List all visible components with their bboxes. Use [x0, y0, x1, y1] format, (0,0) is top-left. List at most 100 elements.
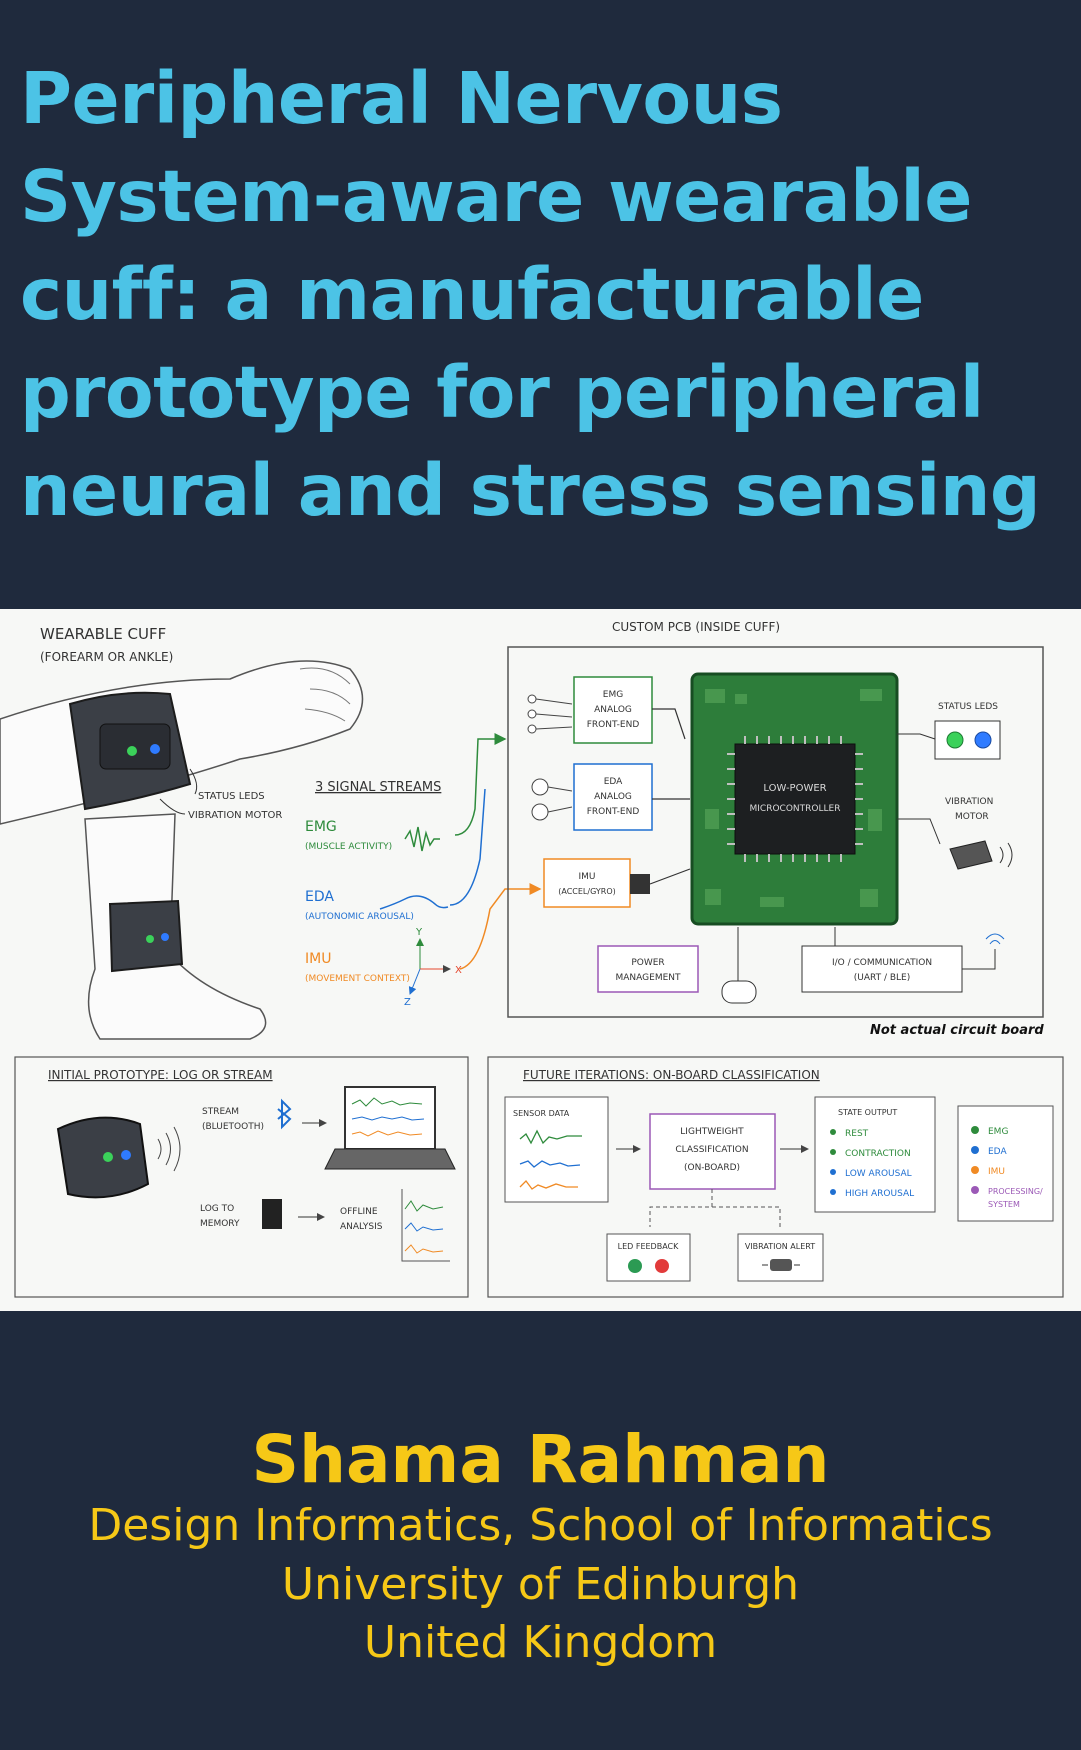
imu-block-line2: (ACCEL/GYRO) — [558, 887, 616, 896]
mcu-line2: MICROCONTROLLER — [750, 804, 841, 814]
stream-eda-desc: (AUTONOMIC AROUSAL) — [305, 912, 414, 922]
legend-imu: IMU — [988, 1167, 1005, 1177]
custom-pcb-panel: CUSTOM PCB (INSIDE CUFF) EMG ANALOG FRON… — [507, 620, 1044, 1038]
pcb-green-led-icon — [946, 731, 964, 749]
power-line2: MANAGEMENT — [616, 973, 681, 983]
future-iterations-panel: FUTURE ITERATIONS: ON-BOARD CLASSIFICATI… — [487, 1056, 1064, 1298]
cuff-status-leds-label: STATUS LEDS — [198, 791, 265, 802]
prototype-title: INITIAL PROTOTYPE: LOG OR STREAM — [48, 1068, 273, 1082]
eda-frontend-block — [573, 763, 653, 831]
laptop-icon — [344, 1086, 436, 1150]
eda-frontend-line3: FRONT-END — [587, 807, 640, 817]
stream-label-line2: (BLUETOOTH) — [202, 1122, 264, 1132]
axis-z-label: Z — [404, 997, 411, 1008]
stream-emg-desc: (MUSCLE ACTIVITY) — [305, 842, 392, 852]
future-title: FUTURE ITERATIONS: ON-BOARD CLASSIFICATI… — [523, 1068, 820, 1082]
green-led-icon — [127, 746, 137, 756]
cuff-vibration-motor-label: VIBRATION MOTOR — [188, 810, 282, 821]
signal-legend — [957, 1105, 1054, 1222]
initial-prototype-panel: INITIAL PROTOTYPE: LOG OR STREAM STREAM … — [14, 1056, 469, 1298]
io-communication-block — [801, 945, 963, 993]
pcb-vibration-line1: VIBRATION — [945, 797, 993, 807]
classifier-line2: CLASSIFICATION — [675, 1145, 748, 1155]
vibration-alert-label: VIBRATION ALERT — [745, 1242, 815, 1251]
axis-y-label: Y — [415, 927, 423, 938]
system-diagram: WEARABLE CUFF (FOREARM OR ANKLE) STATUS — [0, 620, 1064, 1298]
streams-title: 3 SIGNAL STREAMS — [315, 780, 441, 795]
emg-waveform — [404, 826, 440, 852]
stream-label-line1: STREAM — [202, 1107, 239, 1117]
emg-frontend-line2: ANALOG — [594, 705, 632, 715]
eda-frontend-line1: EDA — [604, 777, 623, 787]
pcb-disclaimer: Not actual circuit board — [870, 1023, 1044, 1038]
cover-title: Peripheral Nervous System-aware wearable… — [20, 57, 1041, 532]
author-name: Shama Rahman — [251, 1421, 830, 1498]
legend-processing: PROCESSING/ — [988, 1187, 1043, 1196]
emg-frontend-line1: EMG — [603, 690, 623, 700]
offline-label-line2: ANALYSIS — [340, 1222, 383, 1232]
legend-system: SYSTEM — [988, 1200, 1020, 1209]
legend-emg: EMG — [988, 1127, 1008, 1137]
axis-x-label: X — [455, 965, 462, 976]
vibration-alert-icon — [770, 1259, 792, 1271]
offline-label-line1: OFFLINE — [340, 1207, 378, 1217]
log-label-line2: MEMORY — [200, 1219, 240, 1229]
pcb-title: CUSTOM PCB (INSIDE CUFF) — [612, 620, 780, 634]
led-feedback-label: LED FEEDBACK — [618, 1242, 679, 1251]
vibration-alert-box — [737, 1233, 824, 1282]
stream-emg-name: EMG — [305, 819, 337, 835]
system-diagram-figure: WEARABLE CUFF (FOREARM OR ANKLE) STATUS — [0, 609, 1081, 1311]
eda-frontend-line2: ANALOG — [594, 792, 632, 802]
legend-eda: EDA — [988, 1147, 1007, 1157]
led-feedback-box — [606, 1233, 691, 1282]
battery-icon — [721, 980, 757, 1004]
power-management-block — [597, 945, 699, 993]
eda-waveform — [379, 895, 449, 910]
pcb-vibration-line2: MOTOR — [955, 812, 989, 822]
leg-sketch — [84, 813, 267, 1040]
future-panel-frame — [487, 1056, 1064, 1298]
imu-block — [543, 858, 631, 908]
log-label-line1: LOG TO — [200, 1204, 234, 1214]
imu-block-line1: IMU — [578, 872, 595, 882]
stream-eda-name: EDA — [305, 889, 334, 905]
imu-chip-icon — [630, 874, 650, 894]
classifier-line1: LIGHTWEIGHT — [680, 1127, 744, 1137]
mcu-line1: LOW-POWER — [763, 783, 826, 794]
affiliation-country: United Kingdom — [363, 1617, 718, 1668]
cuff-title: WEARABLE CUFF — [40, 625, 166, 643]
wearable-cuff-illustration: WEARABLE CUFF (FOREARM OR ANKLE) STATUS — [0, 625, 364, 1040]
cuff-subtitle: (FOREARM OR ANKLE) — [40, 650, 173, 664]
classifier-block — [649, 1113, 776, 1190]
state-rest: REST — [845, 1129, 869, 1139]
power-line1: POWER — [631, 958, 664, 968]
pcb-blue-led-icon — [974, 731, 992, 749]
stream-imu-desc: (MOVEMENT CONTEXT) — [305, 974, 410, 984]
feedback-red-led-icon — [655, 1259, 669, 1273]
state-low-arousal: LOW AROUSAL — [845, 1169, 912, 1179]
vibration-motor-icon — [949, 840, 993, 870]
state-output-title: STATE OUTPUT — [838, 1108, 897, 1117]
io-line1: I/O / COMMUNICATION — [832, 958, 932, 968]
stream-imu-name: IMU — [305, 951, 331, 967]
ankle-cuff — [108, 899, 184, 973]
state-high-arousal: HIGH AROUSAL — [845, 1189, 914, 1199]
blue-led-icon — [150, 744, 160, 754]
affiliation-department: Design Informatics, School of Informatic… — [88, 1500, 993, 1551]
emg-frontend-line3: FRONT-END — [587, 720, 640, 730]
pcb-panel-frame — [507, 646, 1044, 1018]
feedback-green-led-icon — [628, 1259, 642, 1273]
io-line2: (UART / BLE) — [854, 973, 911, 983]
prototype-cuff — [56, 1116, 150, 1199]
classifier-line3: (ON-BOARD) — [684, 1163, 740, 1173]
sd-card-icon — [262, 1199, 282, 1229]
signal-streams: 3 SIGNAL STREAMS EMG (MUSCLE ACTIVITY) E… — [305, 733, 542, 1008]
microcontroller-chip — [734, 743, 856, 855]
sensor-data-label: SENSOR DATA — [513, 1109, 570, 1118]
emg-frontend-block — [573, 676, 653, 744]
affiliation-university: University of Edinburgh — [281, 1559, 800, 1610]
prototype-panel-frame — [14, 1056, 469, 1298]
pcb-status-leds-label: STATUS LEDS — [938, 702, 998, 712]
bluetooth-icon — [277, 1098, 292, 1130]
